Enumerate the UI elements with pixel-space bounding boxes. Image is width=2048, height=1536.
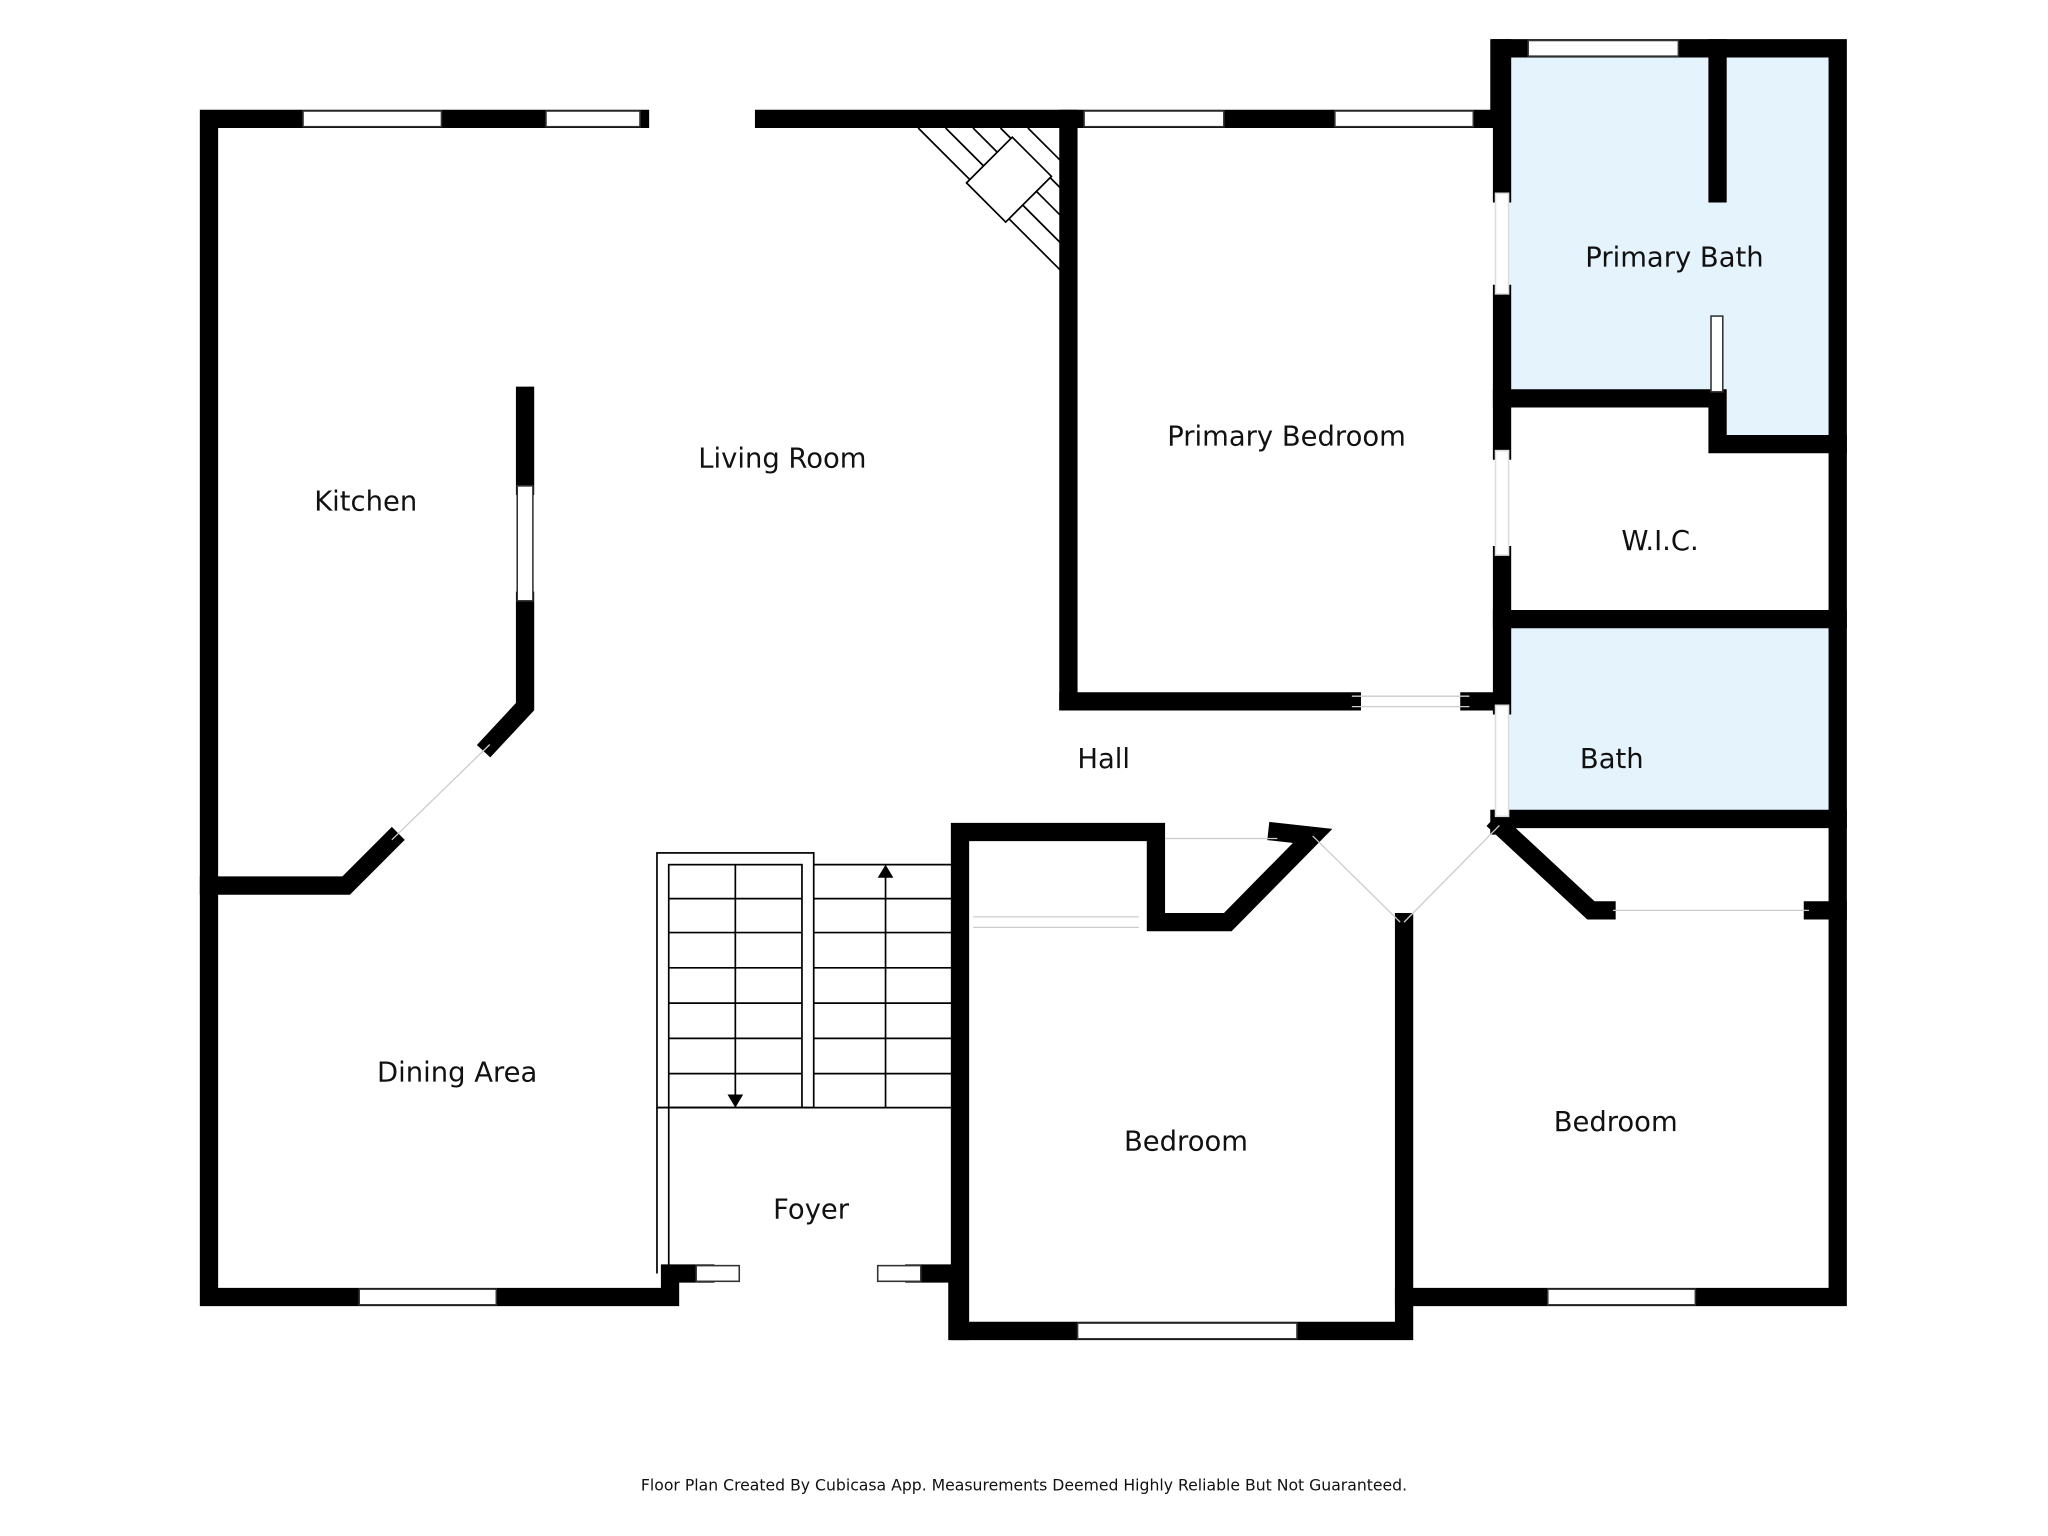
corner-stairs: [917, 127, 1063, 273]
bath-fills: [1502, 48, 1838, 819]
door-openings: [391, 695, 1809, 928]
room-label-primary-bedroom: Primary Bedroom: [1167, 421, 1406, 452]
stair-up-arrow-icon: [877, 864, 894, 878]
room-label-foyer: Foyer: [773, 1195, 850, 1226]
room-label-living-room: Living Room: [698, 444, 866, 475]
windows: [302, 39, 1724, 1340]
room-label-hall: Hall: [1077, 744, 1130, 775]
room-label-wic: W.I.C.: [1621, 526, 1698, 557]
room-label-primary-bath: Primary Bath: [1585, 242, 1763, 273]
room-label-bedroom-2: Bedroom: [1554, 1107, 1678, 1138]
room-label-bedroom-1: Bedroom: [1124, 1127, 1248, 1158]
room-label-bath: Bath: [1580, 744, 1644, 775]
room-label-dining-area: Dining Area: [377, 1057, 537, 1088]
room-label-kitchen: Kitchen: [314, 487, 417, 518]
footer-disclaimer: Floor Plan Created By Cubicasa App. Meas…: [641, 1475, 1407, 1494]
staircase: [656, 852, 960, 1274]
stair-down-arrow-icon: [727, 1094, 744, 1108]
